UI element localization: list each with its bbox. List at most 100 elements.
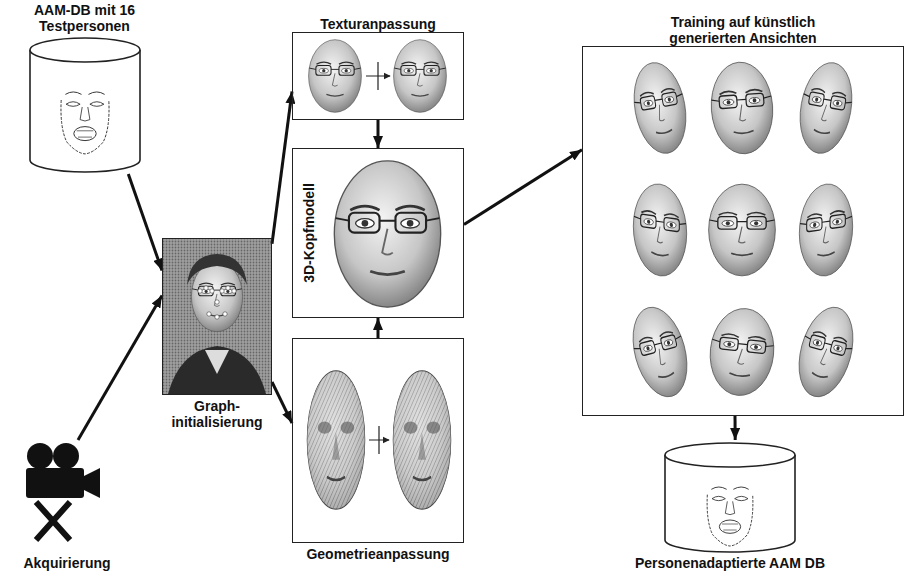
node-frame [22, 34, 147, 174]
node-frame: 3D-Kopfmodell [292, 148, 464, 318]
illustration-part [215, 315, 219, 319]
illustration-part [393, 371, 451, 509]
node-label: Akquirierung [23, 555, 110, 571]
illustration-part [334, 161, 440, 307]
illustration-part [708, 60, 776, 156]
illustration-part [790, 301, 862, 402]
illustration-part [707, 487, 753, 546]
illustration-part [709, 184, 776, 276]
illustration-part [790, 301, 862, 402]
database-cylinder [30, 38, 140, 172]
illustration-part [706, 305, 778, 398]
image-box: Geometrieanpassung [292, 338, 464, 562]
node-heading: Akquirierung [12, 552, 122, 571]
illustration-part [187, 254, 247, 285]
illustration-part [204, 286, 208, 290]
illustration-part [223, 312, 227, 316]
node-label: Training auf künstlich generierten Ansic… [648, 14, 838, 46]
flow-arrow [78, 296, 162, 440]
illustration-part [627, 59, 692, 158]
node-label: AAM-DB mit 16 Testpersonen [22, 2, 147, 34]
model-box: 3D-Kopfmodell [292, 148, 464, 318]
database-cylinder [665, 443, 795, 552]
illustration-part [30, 38, 140, 62]
portrait-photo [163, 239, 271, 394]
node-frame [600, 440, 860, 552]
node-heading: AAM-DB mit 16 Testpersonen [22, 0, 147, 34]
image-box: Texturanpassung [292, 6, 464, 120]
illustration-part [627, 59, 692, 158]
illustration-part [633, 180, 686, 279]
flow-arrow [464, 150, 582, 225]
illustration-part [799, 180, 852, 279]
illustration-part [191, 261, 242, 331]
illustration-part [53, 443, 79, 469]
database-node: Personenadaptierte AAM DB [600, 440, 860, 571]
node-frame [162, 238, 272, 395]
illustration-part [366, 62, 390, 90]
synthetic-views [624, 59, 862, 403]
flow-arrow [377, 318, 380, 338]
illustration-part [168, 346, 266, 394]
illustration-part [220, 289, 224, 293]
camera-node: Akquirierung [12, 440, 122, 571]
image-grid-box: Training auf künstlich generierten Ansic… [582, 4, 904, 416]
illustration-part [309, 40, 362, 113]
illustration-part [665, 443, 795, 467]
vertical-label: 3D-Kopfmodell [301, 183, 317, 283]
flow-arrow [272, 92, 292, 244]
illustration-part [633, 180, 686, 279]
illustration-part [624, 301, 696, 402]
illustration-part [369, 426, 389, 454]
illustration-part [665, 455, 795, 552]
illustration-part [210, 289, 214, 293]
illustration-part [205, 350, 229, 374]
head-model [334, 161, 440, 307]
flow-arrow [734, 416, 737, 440]
node-label: Geometrieanpassung [306, 546, 449, 562]
node-heading: Texturanpassung [292, 6, 464, 32]
node-heading: Geometrieanpassung [292, 543, 464, 562]
node-heading: Training auf künstlich generierten Ansic… [582, 4, 904, 46]
illustration-part [84, 468, 100, 498]
flow-arrow [128, 174, 162, 271]
illustration-part [198, 289, 202, 293]
camera-icon [26, 443, 100, 540]
node-heading: Graph- initialisierung [162, 395, 272, 430]
illustration-part [198, 286, 236, 319]
node-label: Texturanpassung [320, 16, 436, 32]
illustration-part [709, 184, 776, 276]
illustration-part [215, 300, 219, 304]
illustration-part [624, 301, 696, 402]
node-label: Personenadaptierte AAM DB [635, 555, 825, 571]
illustration-part [793, 59, 858, 158]
illustration-part [706, 305, 778, 398]
node-frame [582, 46, 904, 416]
illustration-part [36, 502, 70, 540]
node-label: Graph- initialisierung [162, 398, 272, 430]
node-frame [292, 32, 464, 120]
illustration-part [30, 50, 140, 172]
illustration-part [394, 40, 447, 113]
illustration-part [26, 468, 84, 498]
illustration-part [799, 180, 852, 279]
database-node: AAM-DB mit 16 Testpersonen [22, 0, 147, 174]
illustration-part [307, 371, 365, 509]
image-box: Graph- initialisierung [162, 238, 272, 430]
flow-arrow [377, 120, 380, 148]
texture-faces [309, 40, 447, 113]
illustration-part [207, 312, 211, 316]
illustration-part [61, 92, 109, 154]
illustration-part [708, 60, 776, 156]
node-heading: Personenadaptierte AAM DB [600, 552, 860, 571]
mesh-faces [307, 371, 451, 509]
illustration-part [163, 239, 271, 394]
illustration-part [232, 289, 236, 293]
illustration-part [793, 59, 858, 158]
illustration-part [27, 443, 53, 469]
illustration-part [226, 286, 230, 290]
node-frame [12, 440, 122, 552]
